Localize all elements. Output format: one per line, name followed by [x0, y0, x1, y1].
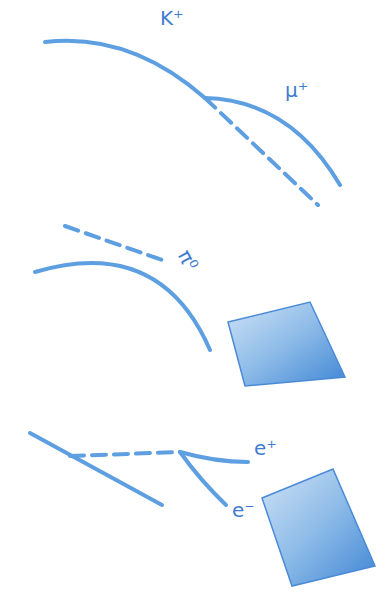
- particle-label: μ⁺: [285, 80, 308, 100]
- beam-track: [30, 433, 162, 505]
- particle-label: K⁺: [160, 8, 184, 28]
- particle-label: e⁺: [254, 438, 277, 458]
- neutrino-track: [205, 98, 318, 205]
- muon-track: [205, 98, 340, 185]
- positron-track: [180, 452, 248, 462]
- calorimeter-block: [262, 469, 375, 586]
- particle-label: π⁰: [174, 246, 201, 273]
- dashed-track: [65, 226, 168, 262]
- photon-track: [70, 452, 180, 456]
- particle-label: e⁻: [232, 500, 255, 520]
- electron-track: [180, 452, 226, 505]
- kaon-track: [45, 41, 205, 98]
- pion-track: [35, 263, 210, 350]
- calorimeter-block: [228, 302, 345, 386]
